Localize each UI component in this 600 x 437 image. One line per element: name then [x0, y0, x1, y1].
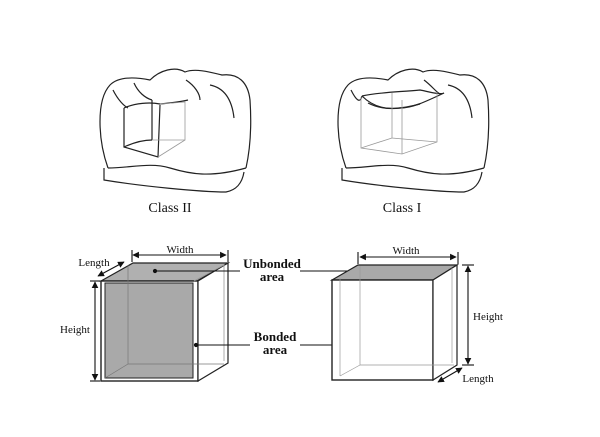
class-i-caption: Class I: [383, 201, 422, 216]
class-ii-width-label: Width: [166, 244, 194, 256]
class-ii-cavity-box-lines: [152, 101, 186, 158]
class-i-dimension-arrows: [357, 252, 474, 383]
class-ii-dimension-arrows: [90, 250, 229, 382]
class-i-height-label: Height: [473, 311, 503, 323]
unbonded-area-label-line1: Unbonded: [243, 256, 302, 271]
class-ii-height-label: Height: [60, 324, 90, 336]
unbonded-area-label-line2: area: [260, 269, 285, 284]
class-i-width-label: Width: [392, 245, 420, 257]
class-ii-length-label: Length: [78, 257, 110, 269]
class-ii-specimen-box: [98, 261, 231, 383]
bonded-area-label-line1: Bonded: [254, 329, 297, 344]
bonded-area-label-line2: area: [263, 342, 288, 357]
class-i-cavity-box-lines: [360, 92, 438, 155]
class-i-tooth-illustration: [337, 68, 490, 193]
class-ii-caption: Class II: [148, 201, 192, 216]
class-i-length-label: Length: [462, 373, 494, 385]
class-i-specimen-box: [329, 263, 460, 382]
class-ii-tooth-illustration: [99, 68, 252, 193]
